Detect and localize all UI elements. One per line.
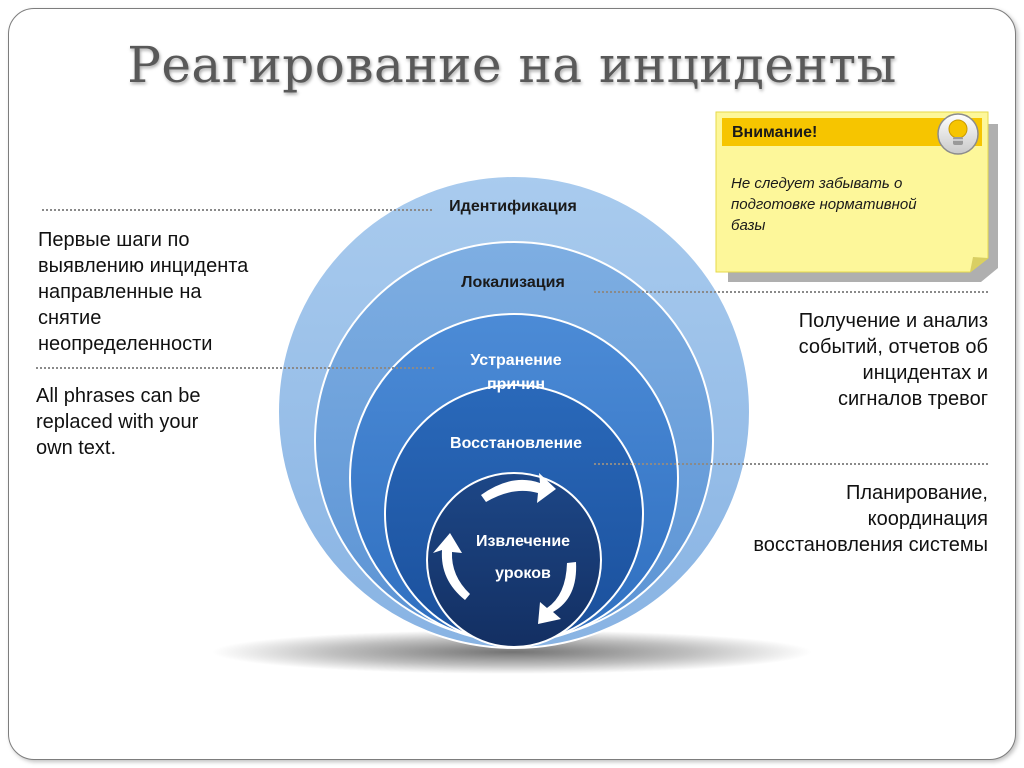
attention-body-line: базы (731, 217, 766, 234)
attention-title: Внимание! (732, 124, 818, 141)
right-note-line: восстановления системы (753, 534, 988, 556)
label-elimination-line2: причин (486, 376, 546, 393)
lightbulb-icon (948, 119, 968, 145)
label-elimination: Устранение причин (396, 349, 636, 397)
label-elimination-line1: Устранение (470, 352, 562, 369)
label-lessons-line1: Извлечение (475, 533, 571, 550)
label-lessons-line2: уроков (495, 565, 551, 582)
attention-note (715, 111, 998, 282)
attention-body-line: Не следует забывать о (731, 175, 903, 192)
diagram-shadow (212, 630, 812, 674)
left-note-line: снятие (38, 307, 102, 329)
right-note-line: сигналов тревог (837, 388, 988, 410)
right-note-line: Планирование, (845, 482, 988, 504)
attention-body: Не следует забывать о подготовке нормати… (731, 173, 976, 236)
label-recovery: Восстановление (450, 435, 582, 452)
left-note-line: направленные на (38, 281, 202, 303)
slide-title: Реагирование на инциденты (127, 36, 897, 94)
right-note-line: Получение и анализ (798, 310, 988, 332)
right-note-line: событий, отчетов об (798, 336, 988, 358)
label-lessons: Извлечение уроков (403, 526, 643, 590)
placeholder-note: All phrases can be replaced with your ow… (36, 383, 246, 461)
label-localization: Локализация (461, 274, 565, 291)
left-note-line: неопределенности (38, 333, 213, 355)
right-note-recovery: Планирование, координация восстановления… (688, 480, 988, 558)
placeholder-note-line: own text. (36, 437, 117, 459)
placeholder-note-line: replaced with your (36, 411, 199, 433)
cycle-arrows-icon (433, 473, 577, 624)
left-note-line: Первые шаги по (38, 229, 190, 251)
placeholder-note-line: All phrases can be (36, 385, 201, 407)
label-identification: Идентификация (449, 198, 577, 215)
right-note-line: координация (867, 508, 988, 530)
right-note-line: инцидентах и (862, 362, 988, 384)
attention-body-line: подготовке нормативной (731, 196, 917, 213)
right-note-events: Получение и анализ событий, отчетов об и… (728, 308, 988, 412)
left-note: Первые шаги по выявлению инцидента напра… (38, 227, 298, 357)
left-note-line: выявлению инцидента (38, 255, 249, 277)
